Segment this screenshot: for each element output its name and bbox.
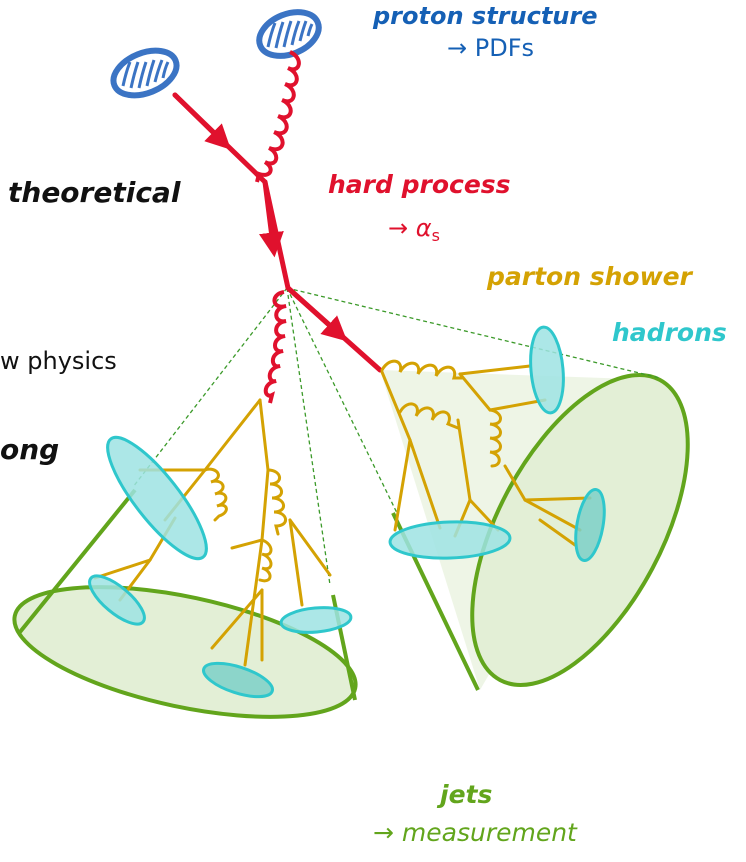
physics-fragment-label: w physics — [0, 347, 117, 375]
alpha-s-label: → αs — [388, 214, 440, 245]
theoretical-label: theoretical — [8, 176, 180, 209]
hard-process-label: hard process — [328, 170, 511, 199]
parton-shower-label: parton shower — [487, 262, 692, 291]
incoming-gluon — [257, 52, 299, 182]
proton-structure-label: proton structure — [373, 2, 597, 30]
jets-label: jets — [440, 780, 492, 809]
measurement-label: → measurement — [373, 818, 577, 847]
proton-right-icon — [253, 4, 325, 64]
outgoing-gluon — [266, 292, 286, 403]
strong-fragment-label: ong — [0, 433, 59, 466]
pdfs-label: → PDFs — [447, 34, 534, 62]
proton-left-icon — [107, 42, 183, 104]
hadrons-label: hadrons — [612, 318, 727, 347]
alpha-s-text: → α — [388, 214, 432, 242]
alpha-s-subscript: s — [432, 226, 440, 245]
